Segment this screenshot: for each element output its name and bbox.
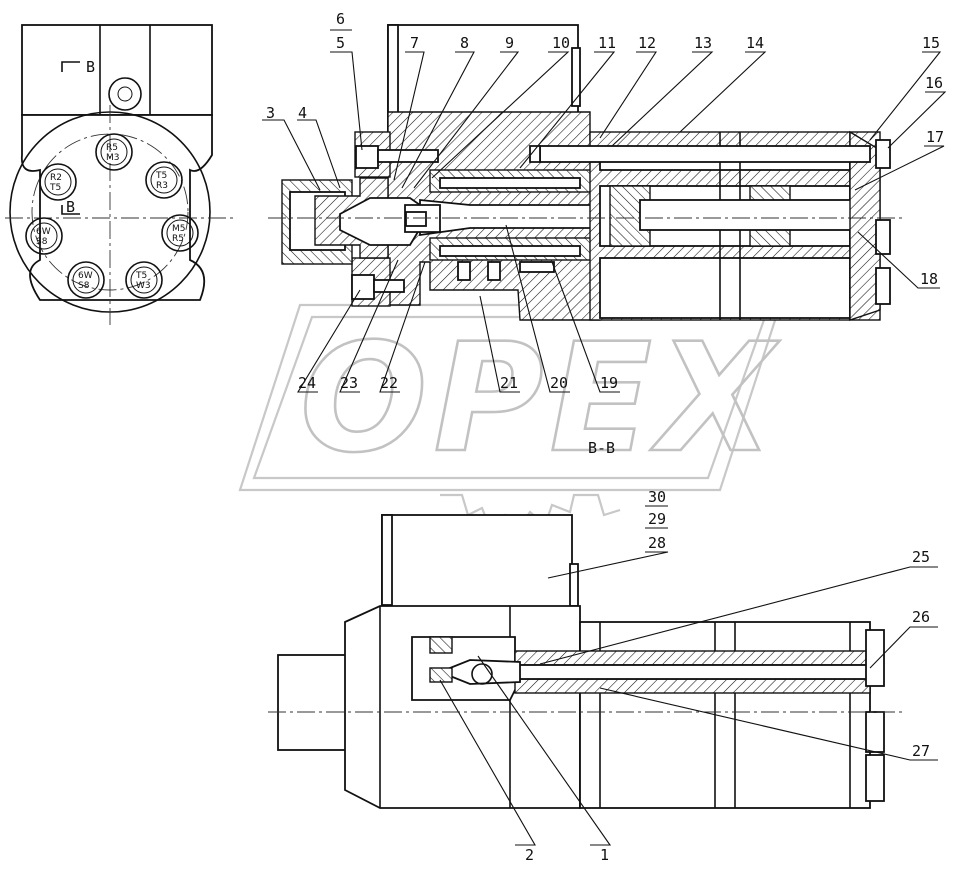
- section-view: B-B: [268, 24, 905, 457]
- side-check-valve: [437, 659, 521, 685]
- port-5: 6W S8: [25, 217, 63, 255]
- side-mounting-block: [381, 514, 573, 608]
- callout-7: 7: [410, 34, 419, 52]
- callout-1: 1: [600, 846, 609, 864]
- callout-18: 18: [920, 270, 938, 288]
- callout-27: 27: [912, 742, 930, 760]
- rotor-shaft: [639, 199, 861, 231]
- port-2: M5 R5: [161, 214, 199, 252]
- tie-bolt: [539, 145, 871, 163]
- side-input-shaft: [277, 654, 347, 751]
- callout-30: 30: [648, 488, 666, 506]
- side-bolt-head-mid: [865, 711, 885, 753]
- end-view-housing: [21, 24, 213, 116]
- port-5-bottom: S8: [36, 237, 48, 247]
- callout-5: 5: [336, 34, 345, 52]
- callout-6: 6: [336, 10, 345, 28]
- callouts: 1 2 3 4 5 6 7 8 9 10 11 12 13 14 15: [262, 10, 947, 864]
- callout-24: 24: [298, 374, 316, 392]
- callout-16: 16: [925, 74, 943, 92]
- side-bolt-hatch-lower: [514, 678, 871, 694]
- port-2-bottom: R5: [172, 234, 184, 244]
- port-4-top: 6W: [78, 271, 93, 281]
- callout-2: 2: [525, 846, 534, 864]
- bolt-head-18a: [875, 219, 891, 255]
- callout-23: 23: [340, 374, 358, 392]
- port-1-top: T5: [155, 171, 167, 181]
- end-view-boss: [108, 77, 142, 111]
- callout-8: 8: [460, 34, 469, 52]
- callout-3: 3: [266, 104, 275, 122]
- callout-15: 15: [922, 34, 940, 52]
- view-mark-bottom: B: [66, 198, 75, 216]
- port-5-top: 6W: [36, 227, 51, 237]
- callout-11: 11: [598, 34, 616, 52]
- port-0: R5 M3: [95, 133, 133, 171]
- callout-21: 21: [500, 374, 518, 392]
- port-3-top: T5: [135, 271, 147, 281]
- callout-26: 26: [912, 608, 930, 626]
- callout-9: 9: [505, 34, 514, 52]
- side-bolt-hatch-upper: [514, 650, 871, 666]
- callout-10: 10: [552, 34, 570, 52]
- side-bolt-head-upper: [865, 629, 885, 687]
- bolt-head-18b: [875, 267, 891, 305]
- port-6: R2 T5: [39, 163, 77, 201]
- port-0-top: R5: [106, 143, 118, 153]
- watermark-text: OPEX: [300, 312, 780, 486]
- port-6-top: R2: [50, 173, 62, 183]
- side-view: [268, 514, 905, 809]
- callout-20: 20: [550, 374, 568, 392]
- callout-13: 13: [694, 34, 712, 52]
- port-1-bottom: R3: [156, 181, 168, 191]
- watermark: OPEX: [238, 303, 782, 532]
- end-view: B B R5 M3 T5 R3 M5 R5 T5 W3 6W S8: [5, 24, 235, 325]
- side-tie-bolt: [514, 664, 871, 680]
- port-1: T5 R3: [145, 161, 183, 199]
- callout-12: 12: [638, 34, 656, 52]
- callout-14: 14: [746, 34, 764, 52]
- end-cap: [849, 130, 881, 321]
- port-4: 6W S8: [67, 261, 105, 299]
- callout-29: 29: [648, 510, 666, 528]
- port-2-top: M5: [172, 224, 186, 234]
- port-0-bottom: M3: [106, 153, 120, 163]
- section-label: B-B: [588, 439, 615, 457]
- bolt-head-15: [875, 139, 891, 169]
- callout-25: 25: [912, 548, 930, 566]
- port-6-bottom: T5: [49, 183, 61, 193]
- callout-28: 28: [648, 534, 666, 552]
- port-3-bottom: W3: [136, 281, 151, 291]
- side-gerotor-housing: [579, 621, 871, 809]
- callout-4: 4: [298, 104, 307, 122]
- callout-17: 17: [926, 128, 944, 146]
- view-mark-top: B: [86, 58, 95, 76]
- callout-22: 22: [380, 374, 398, 392]
- callout-19: 19: [600, 374, 618, 392]
- port-3: T5 W3: [125, 261, 163, 299]
- side-bolt-head-lower: [865, 754, 885, 802]
- port-4-bottom: S8: [78, 281, 90, 291]
- screw-upper: [377, 149, 439, 163]
